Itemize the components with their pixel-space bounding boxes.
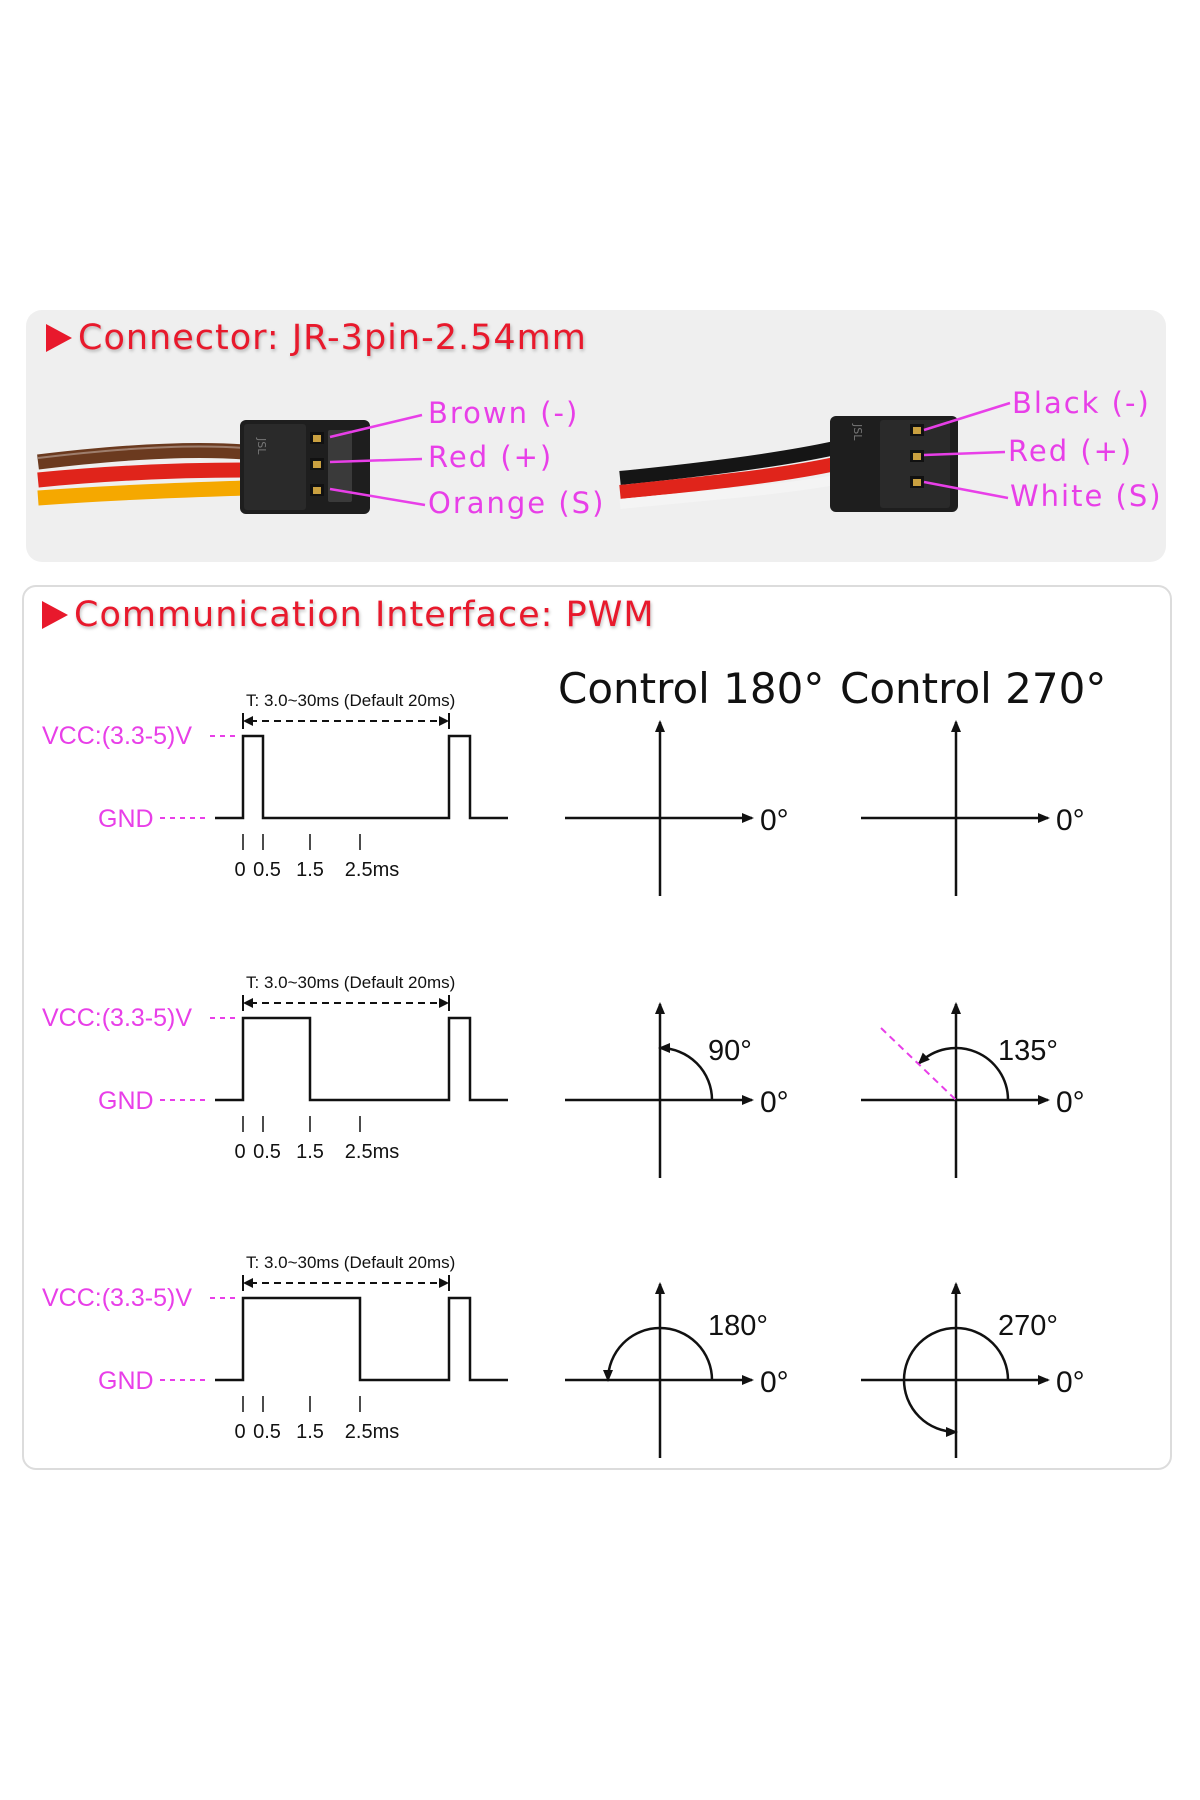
zero-degree-label: 0°: [760, 1086, 789, 1119]
left-pin-label-brown: Brown (-): [428, 396, 580, 430]
svg-text:JSL: JSL: [851, 423, 864, 441]
period-arrow-right: [439, 998, 449, 1008]
rotation-arc: [902, 1326, 1010, 1437]
time-tick-label: 1.5: [296, 1421, 324, 1443]
time-tick-label: 0: [234, 859, 245, 881]
pwm-heading: Communication Interface: PWM: [42, 595, 655, 635]
right-pin-label-black: Black (-): [1012, 386, 1151, 420]
rotation-arc: [917, 1046, 1010, 1101]
period-arrow-right: [439, 1278, 449, 1288]
right-pin-label-red: Red (+): [1008, 434, 1134, 468]
connector-heading-text: Connector: JR-3pin-2.54mm: [78, 318, 587, 358]
period-arrow-left: [243, 998, 253, 1008]
triangle-marker-icon: [46, 324, 72, 352]
period-arrow-left: [243, 1278, 253, 1288]
time-tick-label: 0.5: [253, 859, 281, 881]
right-connector-housing: JSL: [830, 416, 958, 512]
triangle-marker-icon: [42, 601, 68, 629]
rotation-arc: [658, 1043, 714, 1101]
zero-degree-label: 0°: [1056, 804, 1085, 837]
time-tick-label: 1.5: [296, 1141, 324, 1163]
time-tick-label: 2.5ms: [345, 1421, 399, 1443]
rotation-arc: [603, 1326, 714, 1382]
left-pin-leaders: [329, 413, 426, 507]
right-pin-label-white: White (S): [1010, 479, 1163, 513]
pwm-waveform: [215, 734, 508, 820]
pwm-heading-text: Communication Interface: PWM: [74, 595, 655, 635]
angle-label: 135°: [998, 1035, 1058, 1067]
svg-text:JSL: JSL: [255, 437, 268, 455]
period-label: T: 3.0~30ms (Default 20ms): [246, 1253, 455, 1272]
left-pin-label-red: Red (+): [428, 440, 554, 474]
pwm-waveform: [215, 1296, 508, 1382]
left-pin-label-orange: Orange (S): [428, 486, 606, 520]
time-tick-label: 0.5: [253, 1421, 281, 1443]
time-tick-label: 0: [234, 1421, 245, 1443]
right-pin-leaders: [923, 401, 1011, 500]
period-arrow-right: [439, 716, 449, 726]
period-arrow-left: [243, 716, 253, 726]
angle-label: 270°: [998, 1310, 1058, 1342]
zero-degree-label: 0°: [760, 804, 789, 837]
vcc-label: VCC:(3.3-5)V: [42, 1004, 192, 1032]
time-tick-label: 0.5: [253, 1141, 281, 1163]
control-180-title: Control 180°: [558, 664, 825, 713]
zero-degree-label: 0°: [1056, 1366, 1085, 1399]
period-label: T: 3.0~30ms (Default 20ms): [246, 973, 455, 992]
vcc-label: VCC:(3.3-5)V: [42, 1284, 192, 1312]
gnd-label: GND: [98, 805, 154, 833]
time-tick-label: 0: [234, 1141, 245, 1163]
time-tick-label: 2.5ms: [345, 859, 399, 881]
right-cable: [619, 441, 837, 509]
gnd-label: GND: [98, 1367, 154, 1395]
time-tick-label: 2.5ms: [345, 1141, 399, 1163]
connector-panel: [26, 310, 1166, 562]
pwm-waveform: [215, 1016, 508, 1102]
angle-label: 180°: [708, 1310, 768, 1342]
pwm-panel: [22, 585, 1172, 1470]
vcc-label: VCC:(3.3-5)V: [42, 722, 192, 750]
zero-degree-label: 0°: [1056, 1086, 1085, 1119]
angle-indicator-dash: [880, 1027, 957, 1101]
control-270-title: Control 270°: [840, 664, 1107, 713]
left-cable: [37, 442, 246, 506]
zero-degree-label: 0°: [760, 1366, 789, 1399]
gnd-label: GND: [98, 1087, 154, 1115]
angle-label: 90°: [708, 1035, 752, 1067]
period-label: T: 3.0~30ms (Default 20ms): [246, 691, 455, 710]
time-tick-label: 1.5: [296, 859, 324, 881]
connector-heading: Connector: JR-3pin-2.54mm: [46, 318, 587, 358]
